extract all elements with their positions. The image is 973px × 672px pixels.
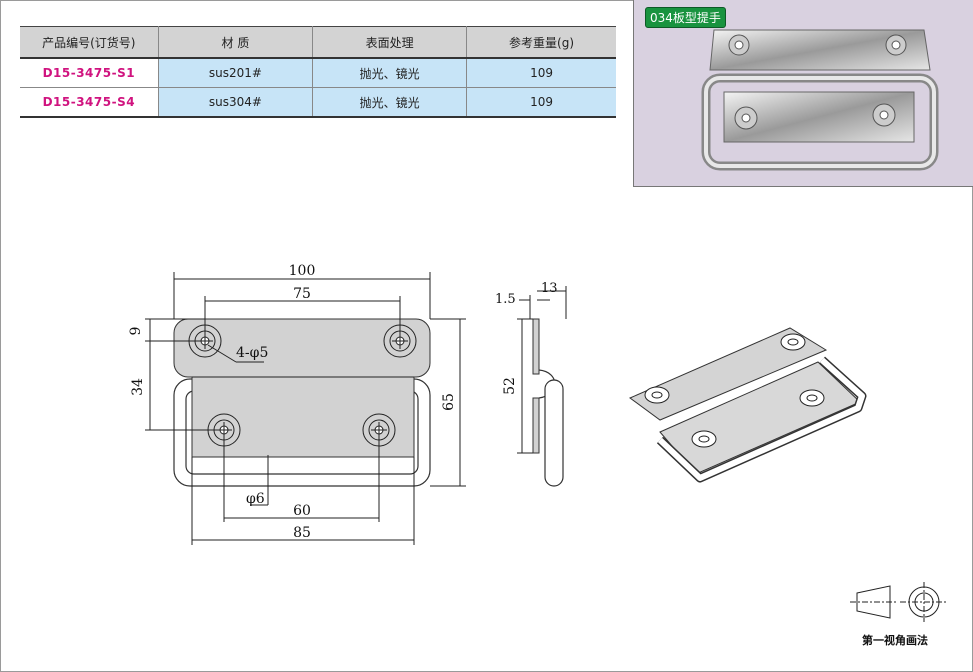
dim-13: 13 [541, 281, 558, 296]
handle-photo-image [701, 29, 939, 171]
header-weight: 参考重量(g) [466, 26, 616, 59]
dim-65: 65 [441, 393, 457, 411]
row-material: sus201# [158, 58, 314, 88]
photo-label: 034板型提手 [645, 7, 726, 28]
header-finish: 表面处理 [312, 26, 468, 59]
table-row: D15-3475-S1 sus201# 抛光、镜光 109 [20, 58, 616, 88]
row-finish: 抛光、镜光 [312, 87, 468, 118]
dim-wire: φ6 [246, 491, 265, 507]
row-material: sus304# [158, 87, 314, 118]
row-weight: 109 [466, 87, 616, 118]
projection-label: 第一视角画法 [862, 634, 928, 647]
row-weight: 109 [466, 58, 616, 88]
first-angle-symbol [850, 582, 946, 622]
dim-75: 75 [293, 286, 311, 302]
header-material: 材 质 [158, 26, 314, 59]
row-finish: 抛光、镜光 [312, 58, 468, 88]
isometric-view [629, 327, 867, 483]
row-code: D15-3475-S1 [20, 58, 159, 88]
front-dimensions [145, 272, 466, 545]
header-code: 产品编号(订货号) [20, 26, 159, 59]
dim-52: 52 [502, 377, 518, 395]
dim-100: 100 [289, 263, 316, 279]
dim-1-5: 1.5 [495, 292, 516, 307]
front-view [173, 318, 431, 487]
dim-34: 34 [130, 378, 146, 396]
side-view [517, 286, 567, 487]
dim-85: 85 [293, 525, 311, 541]
spec-table: 产品编号(订货号) 材 质 表面处理 参考重量(g) D15-3475-S1 s… [20, 26, 616, 118]
dim-60: 60 [293, 503, 311, 519]
dim-hole: 4-φ5 [236, 345, 268, 361]
dim-9: 9 [128, 327, 144, 336]
product-photo [633, 0, 973, 187]
table-row: D15-3475-S4 sus304# 抛光、镜光 109 [20, 87, 616, 118]
row-code: D15-3475-S4 [20, 87, 159, 118]
table-header-row: 产品编号(订货号) 材 质 表面处理 参考重量(g) [20, 26, 616, 59]
